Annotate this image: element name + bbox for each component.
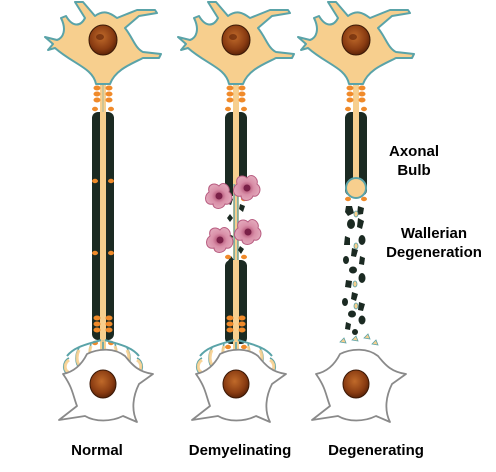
wallerian-debris: [342, 206, 366, 335]
wallerian-label-line1: Wallerian: [401, 225, 467, 242]
inflammatory-cell-3: [206, 227, 234, 253]
demyelinating-caption: Demyelinating: [189, 442, 292, 459]
degenerating-caption: Degenerating: [328, 442, 424, 459]
normal-neuron: [44, 1, 162, 423]
degenerating-target-cell: [311, 348, 407, 423]
demyelinated-segment: [226, 184, 245, 268]
degenerating-neuron: [297, 1, 415, 423]
axonal-bulb: [345, 177, 367, 199]
wallerian-fragments-light: [339, 210, 379, 346]
demyelinating-cell-body: [177, 1, 295, 85]
wallerian-label-line2: Degeneration: [386, 244, 482, 261]
normal-caption: Normal: [71, 442, 123, 459]
axonal-bulb-label-line1: Axonal: [389, 143, 439, 160]
normal-cell-body: [44, 1, 162, 85]
inflammatory-cell-1: [205, 183, 233, 209]
axonal-bulb-label-line2: Bulb: [397, 162, 430, 179]
demyelinating-neuron: [177, 1, 295, 423]
degenerating-cell-body: [297, 1, 415, 85]
demyelinating-myelin-3: [225, 254, 247, 350]
